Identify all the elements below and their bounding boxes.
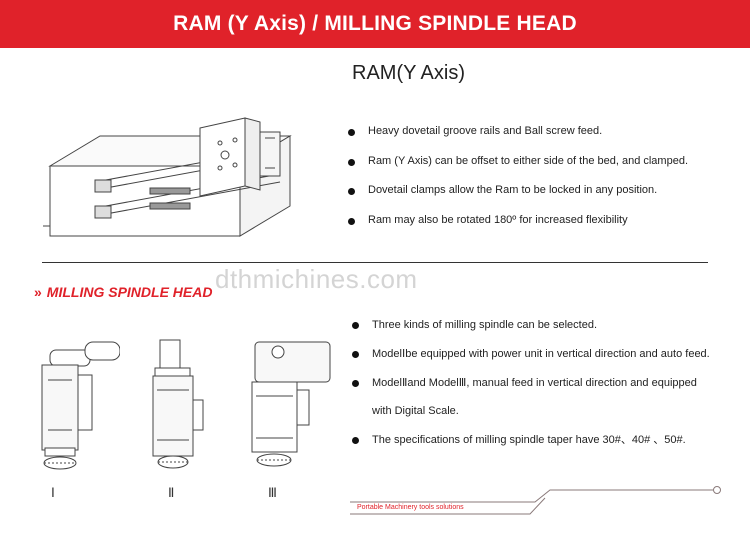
- list-item: Ram may also be rotated 180º for increas…: [348, 214, 688, 244]
- list-item: Heavy dovetail groove rails and Ball scr…: [348, 125, 688, 155]
- spindle-model-1-drawing: [41, 341, 120, 470]
- bullet-dot-icon: [352, 437, 359, 444]
- footer-swoosh: [350, 486, 721, 515]
- double-chevron-icon: »: [34, 284, 42, 300]
- model-label-1: Ⅰ: [51, 485, 55, 500]
- list-item: Dovetail clamps allow the Ram to be lock…: [348, 184, 688, 214]
- spindle-section-heading: » MILLING SPINDLE HEAD: [34, 284, 212, 300]
- model-label-2: Ⅱ: [168, 485, 175, 500]
- list-item: ModelⅠbe equipped with power unit in ver…: [352, 347, 742, 361]
- list-item: The specifications of milling spindle ta…: [352, 433, 742, 447]
- bullet-dot-icon: [348, 158, 355, 166]
- bullet-dot-icon: [348, 217, 355, 225]
- spindle-bullet-list: Three kinds of milling spindle can be se…: [352, 318, 742, 462]
- footer-tagline: Portable Machinery tools solutions: [357, 504, 464, 511]
- spindle-model-2-drawing: [152, 339, 204, 469]
- ram-title: RAM(Y Axis): [352, 62, 465, 84]
- bullet-dot-icon: [348, 188, 355, 195]
- section-divider: [42, 262, 708, 263]
- list-item: Three kinds of milling spindle can be se…: [352, 318, 742, 332]
- bullet-dot-icon: [352, 351, 359, 358]
- ram-drawing: [43, 117, 292, 237]
- ram-bullet-list: Heavy dovetail groove rails and Ball scr…: [348, 125, 688, 243]
- list-item-continuation: with Digital Scale.: [372, 405, 459, 417]
- list-item: ModelⅡand ModelⅢ, manual feed in vertica…: [352, 376, 742, 390]
- model-label-3: Ⅲ: [268, 485, 277, 500]
- bullet-dot-icon: [352, 380, 359, 387]
- spindle-model-3-drawing: [251, 341, 331, 467]
- bullet-dot-icon: [352, 322, 359, 329]
- banner-title: RAM (Y Axis) / MILLING SPINDLE HEAD: [173, 12, 577, 35]
- list-item: Ram (Y Axis) can be offset to either sid…: [348, 155, 688, 185]
- page-banner: RAM (Y Axis) / MILLING SPINDLE HEAD: [0, 0, 750, 48]
- bullet-dot-icon: [348, 129, 355, 136]
- spindle-heading-text: MILLING SPINDLE HEAD: [46, 284, 213, 300]
- watermark: dthmichines.com: [215, 264, 418, 294]
